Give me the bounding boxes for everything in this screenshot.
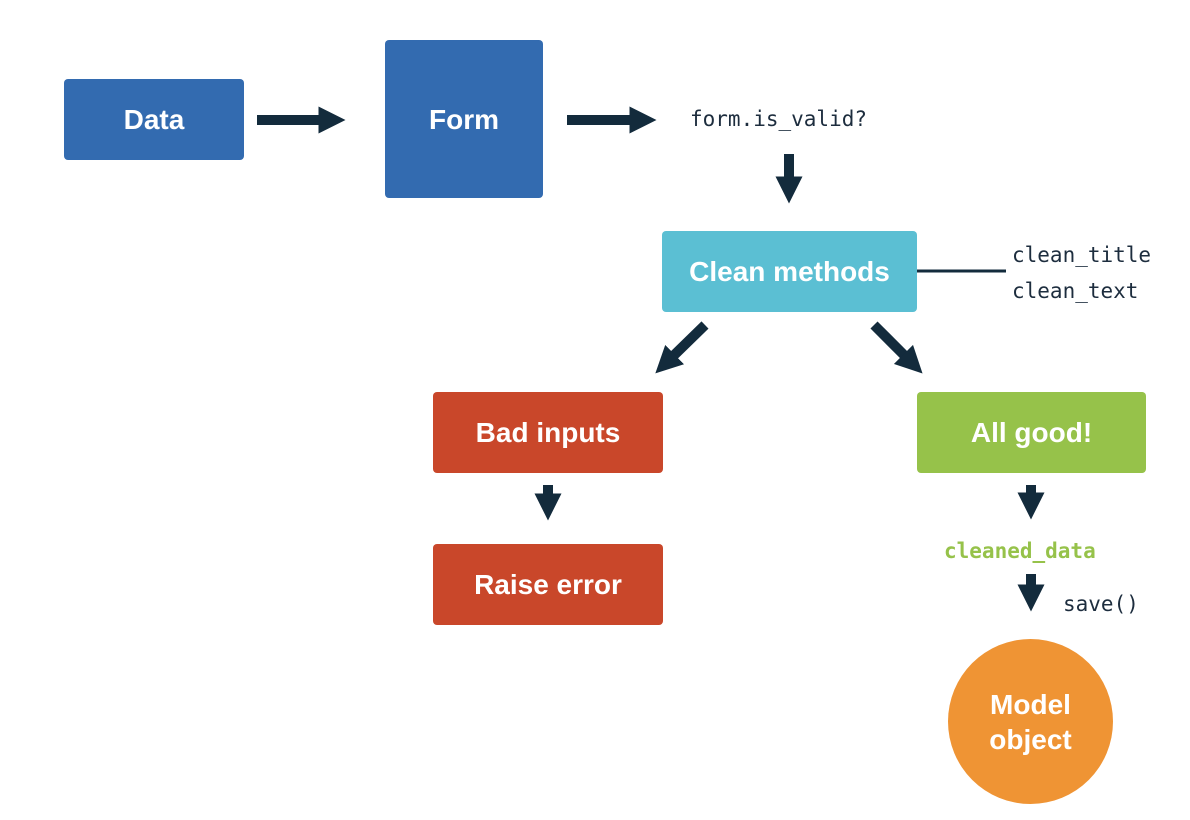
all-good-node: All good! [917, 392, 1146, 473]
clean-title-label: clean_title [1012, 243, 1152, 267]
data-node: Data [64, 79, 244, 160]
raise-error-node: Raise error [433, 544, 663, 625]
arrow-clean-to-bad [655, 321, 709, 374]
model-label-line1: Model [990, 688, 1071, 720]
clean-methods-node: Clean methods [662, 231, 917, 312]
form-node: Form [385, 40, 543, 198]
save-label: save() [1063, 592, 1139, 616]
arrow-clean-to-good [870, 321, 923, 374]
model-label-line2: object [989, 723, 1072, 755]
clean-text-label: clean_text [1012, 279, 1139, 303]
bad-inputs-node: Bad inputs [433, 392, 663, 473]
model-object-node: Model object [948, 639, 1113, 804]
is-valid-label: form.is_valid? [690, 107, 868, 131]
cleaned-data-label: cleaned_data [944, 539, 1096, 563]
